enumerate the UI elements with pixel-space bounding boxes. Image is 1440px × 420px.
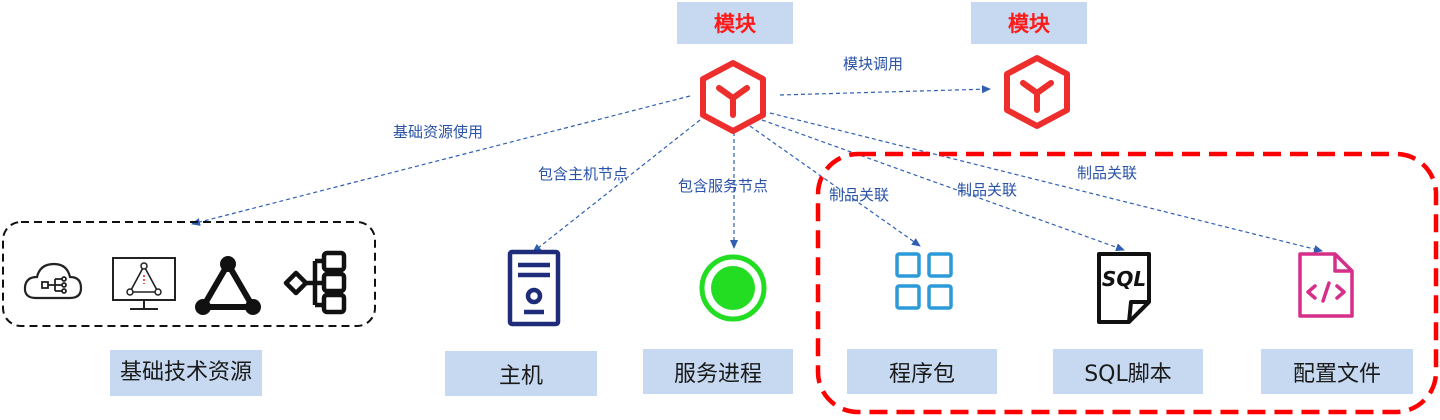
config-label: 配置文件 [1261, 349, 1413, 394]
edge-label-resource-use: 基础资源使用 [393, 123, 484, 141]
sql-label: SQL脚本 [1053, 349, 1203, 394]
monitor-topology-icon [112, 257, 176, 310]
module-main-label: 模块 [677, 2, 793, 44]
edge-label-service-node: 包含服务节点 [678, 177, 769, 195]
module-hexagon-icon [1004, 55, 1070, 129]
host-label: 主机 [445, 351, 597, 396]
edge-label-artifact-sql: 制品关联 [957, 181, 1018, 199]
edge-artifact-sql [761, 119, 1125, 252]
server-tower-icon [507, 249, 561, 327]
resources-label: 基础技术资源 [110, 350, 262, 396]
service-label: 服务进程 [643, 349, 793, 394]
artifact-highlight-frame [815, 151, 1439, 415]
edge-label-artifact-package: 制品关联 [829, 186, 890, 204]
edge-host-node [532, 119, 701, 253]
module-target-label: 模块 [971, 2, 1087, 44]
cloud-network-icon [23, 262, 83, 300]
process-circle-icon [699, 254, 767, 322]
hierarchy-icon [283, 250, 347, 315]
triangle-network-icon [195, 256, 261, 315]
edge-module-call [779, 85, 991, 96]
sql-file-icon: SQL [1097, 252, 1151, 324]
edge-label-host-node: 包含主机节点 [538, 165, 629, 183]
edge-label-artifact-config: 制品关联 [1077, 164, 1138, 182]
edge-label-module-call: 模块调用 [843, 55, 904, 73]
code-file-icon [1298, 252, 1354, 318]
edge-resource-use [191, 95, 691, 226]
svg-text:SQL: SQL [1102, 267, 1146, 291]
grid-package-icon [895, 252, 953, 310]
package-label: 程序包 [847, 349, 997, 394]
module-hexagon-icon [700, 60, 766, 134]
edge-artifact-config [769, 112, 1323, 253]
resource-group-frame [2, 221, 376, 327]
